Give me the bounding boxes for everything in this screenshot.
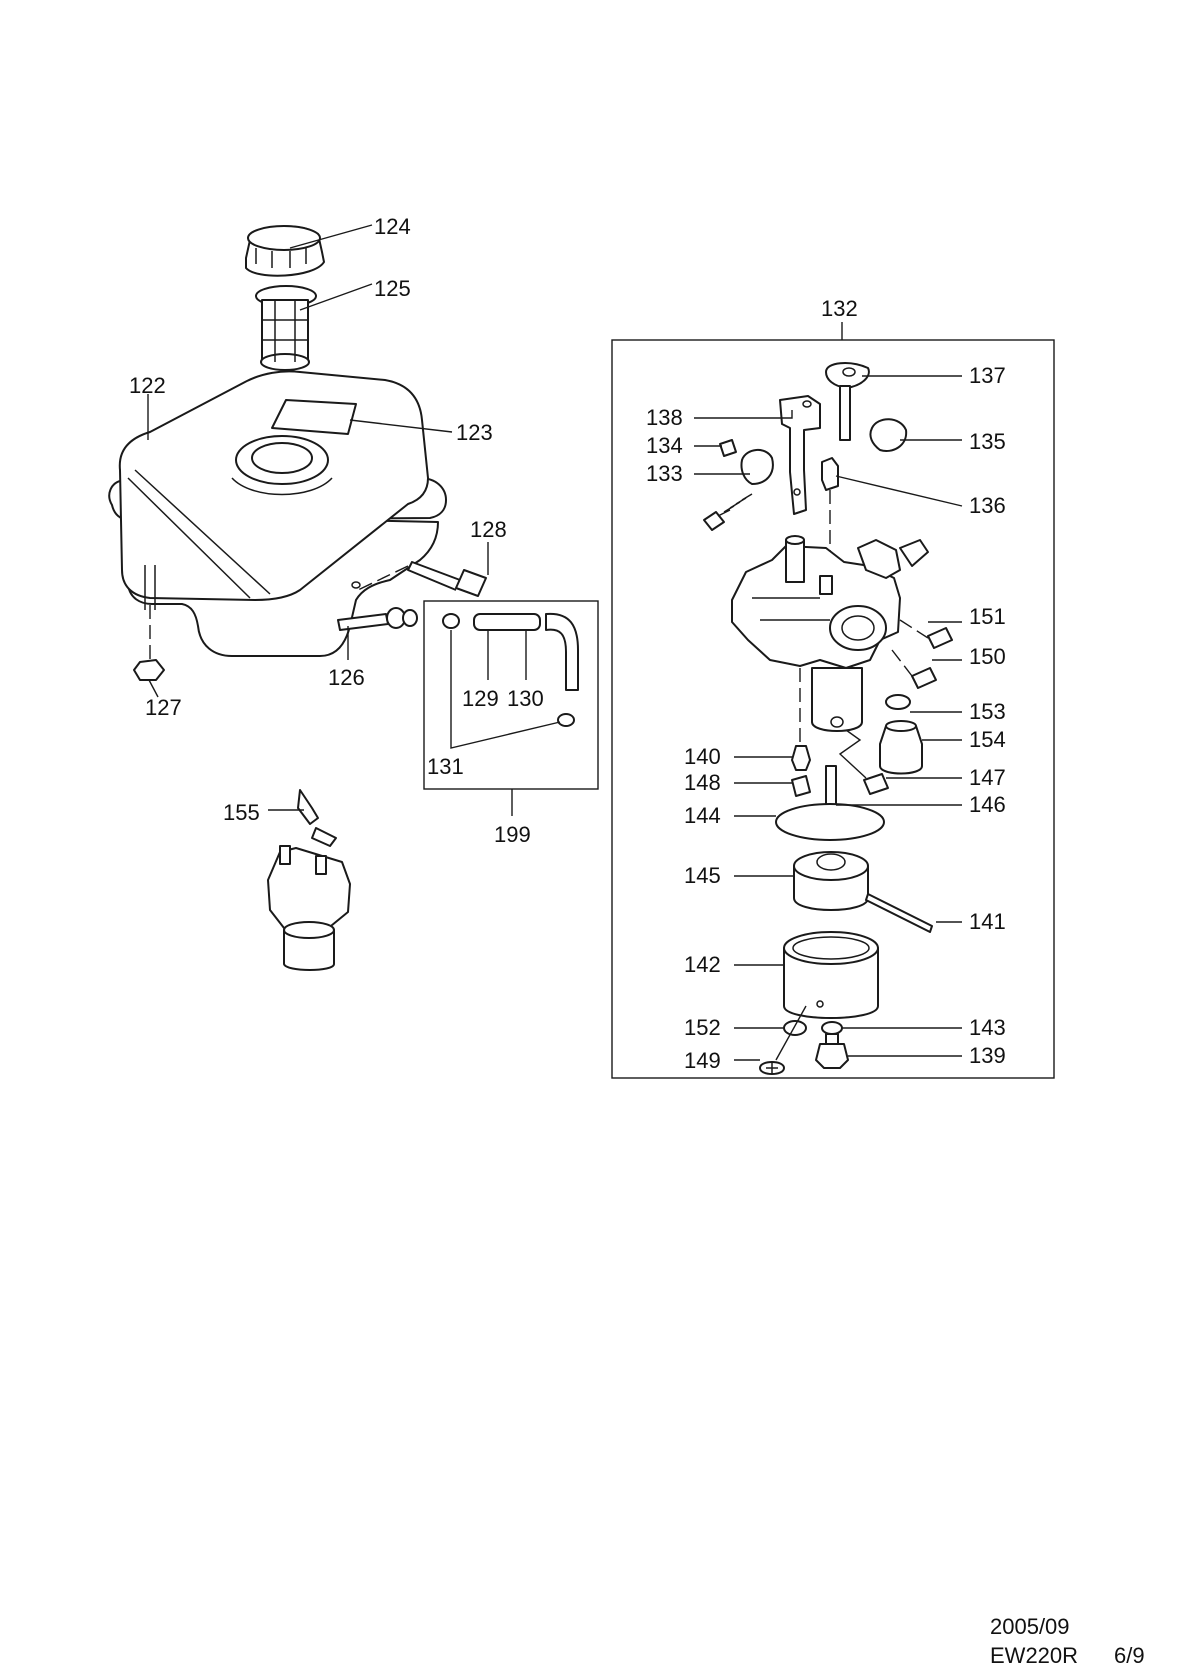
fuel-pipe-kit-frame	[423, 600, 599, 790]
float-pin-clip	[791, 775, 811, 797]
label-128: 128	[470, 517, 507, 542]
label-122: 122	[129, 373, 166, 398]
label-143: 143	[969, 1015, 1006, 1040]
fuel-cock-group	[337, 607, 418, 631]
decal-plate	[271, 399, 357, 435]
label-144: 144	[684, 803, 721, 828]
tank-bolt-group	[351, 561, 487, 597]
washer-152	[783, 1020, 807, 1036]
label-153: 153	[969, 699, 1006, 724]
label-132: 132	[821, 296, 858, 321]
fuel-cap-group	[245, 225, 325, 277]
carburetor-group	[611, 322, 1055, 1079]
label-126: 126	[328, 665, 365, 690]
label-147: 147	[969, 765, 1006, 790]
footer-date: 2005/09	[990, 1614, 1070, 1639]
pilot-jet	[821, 457, 839, 491]
small-carb-lever	[297, 789, 319, 825]
label-146: 146	[969, 792, 1006, 817]
label-123: 123	[456, 420, 493, 445]
float-pin	[865, 893, 933, 933]
label-136: 136	[969, 493, 1006, 518]
label-124: 124	[374, 214, 411, 239]
throttle-plate-screw	[719, 439, 737, 457]
label-155: 155	[223, 800, 260, 825]
screw-150	[911, 667, 937, 689]
footer-model: EW220R	[990, 1643, 1079, 1668]
label-150: 150	[969, 644, 1006, 669]
fuel-pipe-kit-group	[423, 600, 599, 816]
hose-clamp-bottom	[557, 713, 575, 727]
fuel-tank-group	[108, 370, 447, 662]
label-149: 149	[684, 1048, 721, 1073]
label-151: 151	[969, 604, 1006, 629]
throttle-plate	[740, 449, 774, 485]
drain-screw	[863, 773, 889, 795]
carburetor-assembly-small	[267, 789, 351, 971]
label-140: 140	[684, 744, 721, 769]
fuel-hose-bent	[545, 612, 579, 691]
fuel-strainer-group	[255, 285, 317, 371]
footer-page-number: 6/9	[1114, 1643, 1145, 1668]
label-154: 154	[969, 727, 1006, 752]
float-bowl	[783, 947, 879, 1019]
label-135: 135	[969, 429, 1006, 454]
small-carb-bowl	[283, 929, 335, 971]
washer-153	[885, 694, 911, 710]
label-138: 138	[646, 405, 683, 430]
bowl-gasket	[775, 803, 885, 841]
carburetor-post	[811, 667, 863, 732]
filler-neck-inner	[251, 442, 313, 474]
label-152: 152	[684, 1015, 721, 1040]
tank-leader-lines	[147, 224, 489, 698]
fuel-cut-solenoid	[879, 725, 923, 775]
bowl-drain-bolt	[815, 1043, 849, 1069]
washer-143	[821, 1021, 843, 1035]
tank-nut	[133, 659, 165, 681]
label-125: 125	[374, 276, 411, 301]
label-199: 199	[494, 822, 531, 847]
label-133: 133	[646, 461, 683, 486]
screw-151	[927, 627, 953, 649]
carburetor-frame	[611, 339, 1055, 1079]
fuel-hose-short	[473, 613, 541, 631]
choke-plate	[869, 418, 908, 452]
carburetor-venturi	[829, 605, 887, 651]
main-jet	[791, 745, 811, 771]
label-145: 145	[684, 863, 721, 888]
hose-clamp-top	[442, 613, 460, 629]
label-139: 139	[969, 1043, 1006, 1068]
label-131: 131	[427, 754, 464, 779]
label-134: 134	[646, 433, 683, 458]
tank-bolt	[407, 561, 487, 597]
idle-adjust-screw	[703, 511, 725, 531]
label-130: 130	[507, 686, 544, 711]
label-137: 137	[969, 363, 1006, 388]
label-127: 127	[145, 695, 182, 720]
throttle-lever	[779, 395, 821, 515]
part-number-labels: 124 125 122 123 128 126 127 129 130 131 …	[129, 214, 1006, 1073]
label-141: 141	[969, 909, 1006, 934]
fuel-tank-upper-body	[118, 370, 429, 601]
label-142: 142	[684, 952, 721, 977]
label-148: 148	[684, 770, 721, 795]
label-129: 129	[462, 686, 499, 711]
